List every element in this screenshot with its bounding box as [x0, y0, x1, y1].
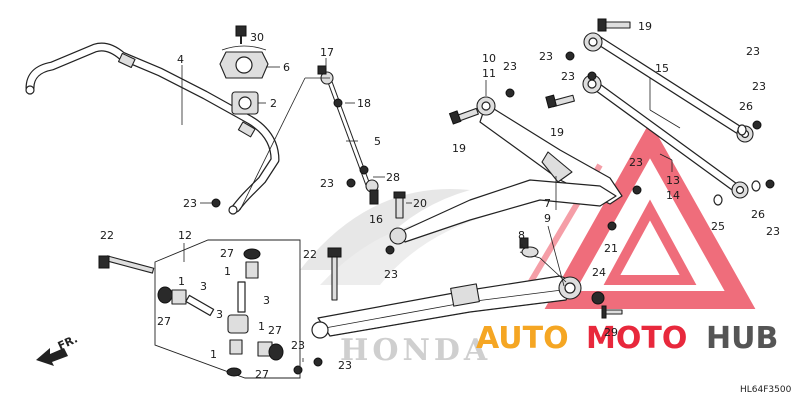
- callout-27-b: 27: [157, 315, 171, 328]
- callout-11: 11: [482, 67, 496, 80]
- callout-25: 25: [711, 220, 725, 233]
- bolt-19-mid: [545, 94, 575, 109]
- callout-26-b: 26: [751, 208, 765, 221]
- leader-lines: [181, 58, 681, 362]
- callout-13: 13: [666, 174, 680, 187]
- stabilizer-link: [317, 65, 406, 219]
- front-label: FR.: [56, 332, 80, 352]
- callout-15: 15: [655, 62, 669, 75]
- callout-26-a: 26: [739, 100, 753, 113]
- front-arrow: FR.: [36, 332, 80, 366]
- callout-22-a: 22: [100, 229, 114, 242]
- callout-19-b: 19: [638, 20, 652, 33]
- lower-arm: [311, 237, 582, 339]
- callout-23-k: 23: [291, 339, 305, 352]
- watermark-moto: MOTO: [586, 321, 687, 356]
- callout-3-b: 3: [263, 294, 270, 307]
- honda-wing-watermark: [300, 189, 490, 285]
- callout-27-d: 27: [255, 368, 269, 381]
- callout-6: 6: [283, 61, 290, 74]
- callout-3-c: 3: [216, 308, 223, 321]
- callout-23-d: 23: [539, 50, 553, 63]
- callout-27-a: 27: [220, 247, 234, 260]
- callout-28: 28: [386, 171, 400, 184]
- watermark-hub: HUB: [706, 321, 778, 356]
- callout-12: 12: [178, 229, 192, 242]
- bushing-detail: [154, 239, 301, 379]
- callout-22-b: 22: [303, 248, 317, 261]
- callout-14: 14: [666, 189, 680, 202]
- stabilizer-holder: [219, 45, 269, 79]
- callout-3-a: 3: [200, 280, 207, 293]
- callout-5: 5: [374, 135, 381, 148]
- bolt-19-left: [448, 107, 479, 125]
- callout-30: 30: [250, 31, 264, 44]
- callout-23-i: 23: [766, 225, 780, 238]
- bolt-22-left: [98, 255, 155, 274]
- callout-1-a: 1: [224, 265, 231, 278]
- callout-23-a: 23: [183, 197, 197, 210]
- shop-watermark: AUTO MOTO HUB: [476, 321, 778, 356]
- bolt-29: [601, 305, 623, 319]
- callout-23-j: 23: [384, 268, 398, 281]
- callout-29: 29: [604, 326, 618, 339]
- callouts: 30 6 2 4 23 17 18 5 28 23 16 20 10 11 23…: [100, 20, 780, 381]
- upper-rod-15: [583, 32, 754, 143]
- bolt-19-top: [597, 18, 631, 32]
- callout-4: 4: [177, 53, 184, 66]
- callout-18: 18: [357, 97, 371, 110]
- callout-10: 10: [482, 52, 496, 65]
- callout-24: 24: [592, 266, 606, 279]
- callout-21: 21: [604, 242, 618, 255]
- callout-16: 16: [369, 213, 383, 226]
- flange-bolt-30: [235, 25, 247, 44]
- callout-23-c: 23: [503, 60, 517, 73]
- callout-9: 9: [544, 212, 551, 225]
- callout-23-h: 23: [629, 156, 643, 169]
- callout-1-d: 1: [210, 348, 217, 361]
- bolt-22-center: [327, 247, 342, 301]
- callout-23-e: 23: [561, 70, 575, 83]
- callout-20: 20: [413, 197, 427, 210]
- callout-23-f: 23: [752, 80, 766, 93]
- honda-watermark-text: HONDA: [340, 333, 491, 368]
- upper-rod-13: [582, 74, 749, 199]
- callout-23-b: 23: [320, 177, 334, 190]
- callout-7: 7: [544, 197, 551, 210]
- callout-2: 2: [270, 97, 277, 110]
- callout-17: 17: [320, 46, 334, 59]
- callout-27-c: 27: [268, 324, 282, 337]
- watermark-auto: AUTO: [476, 321, 569, 356]
- stabilizer-bush: [231, 91, 259, 115]
- callout-23-g: 23: [746, 45, 760, 58]
- callout-8: 8: [518, 229, 525, 242]
- diagram-code: HL64F3500: [740, 385, 792, 395]
- callout-1-b: 1: [178, 275, 185, 288]
- callout-19-c: 19: [550, 126, 564, 139]
- callout-23-l: 23: [338, 359, 352, 372]
- upper-arm: [389, 96, 623, 245]
- callout-19-a: 19: [452, 142, 466, 155]
- callout-1-c: 1: [258, 320, 265, 333]
